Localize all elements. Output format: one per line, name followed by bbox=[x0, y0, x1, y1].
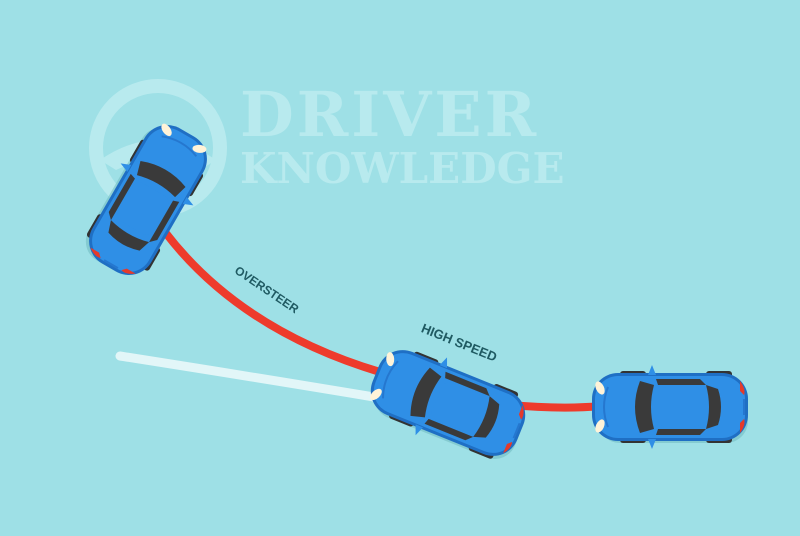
oversteer-path bbox=[161, 228, 419, 382]
intended-path bbox=[115, 351, 385, 403]
car-mid bbox=[358, 333, 538, 473]
car-start bbox=[591, 364, 749, 450]
